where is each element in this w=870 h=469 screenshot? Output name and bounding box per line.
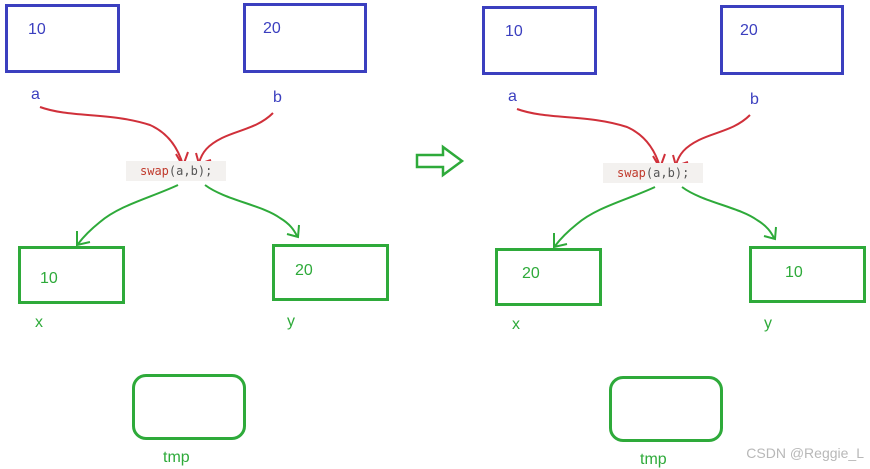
var-b-label-after: b [750, 91, 759, 108]
arrow-b-to-swap [198, 112, 274, 164]
arrow-swap-to-y [204, 184, 298, 237]
var-a-value: 10 [28, 21, 46, 38]
var-a-box [5, 4, 120, 73]
var-b-value-after: 20 [740, 22, 758, 39]
arrow-a-to-swap-after [516, 108, 661, 168]
param-y-box-after [749, 246, 866, 303]
var-a-label-after: a [508, 88, 517, 105]
swap-arg-a-after: a [653, 166, 661, 180]
arrowhead-swap-to-x-after [553, 233, 568, 249]
tmp-label: tmp [163, 449, 190, 466]
arrow-swap-to-y-after [681, 186, 775, 239]
tmp-box [132, 374, 246, 440]
param-y-value-after: 10 [785, 264, 803, 281]
param-y-box [272, 244, 389, 301]
param-x-value: 10 [40, 270, 58, 287]
swap-arg-a: a [176, 164, 184, 178]
arrowhead-swap-to-y [286, 224, 300, 239]
swap-arg-b: b [190, 164, 198, 178]
param-y-label: y [287, 313, 295, 330]
var-b-box [243, 3, 367, 73]
transition-arrow [415, 144, 465, 178]
arrow-swap-to-x-after [554, 186, 656, 247]
var-b-value: 20 [263, 20, 281, 37]
arrow-a-to-swap [39, 106, 184, 166]
param-x-value-after: 20 [522, 265, 540, 282]
tmp-box-after [609, 376, 723, 442]
param-x-box [18, 246, 125, 304]
param-y-value: 20 [295, 262, 313, 279]
var-a-label: a [31, 86, 40, 103]
arrow-swap-to-x [77, 184, 179, 245]
param-y-label-after: y [764, 315, 772, 332]
swap-call-code-after: swap(a,b); [603, 163, 704, 183]
arrowhead-swap-to-x [76, 231, 91, 247]
param-x-box-after [495, 248, 602, 306]
param-x-label-after: x [512, 316, 520, 333]
var-a-box-after [482, 6, 597, 75]
swap-fn-name: swap [140, 164, 169, 178]
var-b-label: b [273, 89, 282, 106]
arrowhead-swap-to-y-after [763, 226, 777, 241]
tmp-label-after: tmp [640, 451, 667, 468]
swap-arg-b-after: b [667, 166, 675, 180]
var-b-box-after [720, 5, 844, 75]
param-x-label: x [35, 314, 43, 331]
swap-call-code: swap(a,b); [126, 161, 227, 181]
watermark: CSDN @Reggie_L [746, 445, 864, 461]
var-a-value-after: 10 [505, 23, 523, 40]
swap-fn-name-after: swap [617, 166, 646, 180]
arrow-b-to-swap-after [675, 114, 751, 166]
